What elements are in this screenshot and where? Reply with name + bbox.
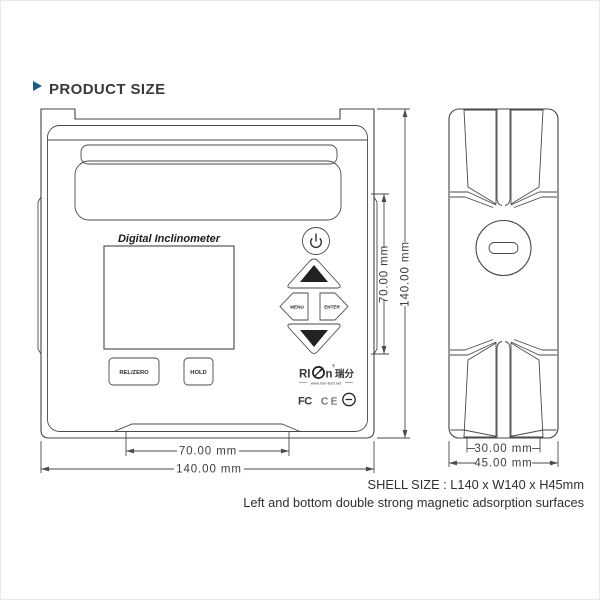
enter-button: ENTER	[319, 292, 349, 321]
menu-button-label: MENU	[290, 305, 304, 310]
dim-label-45mm: 45.00 mm	[474, 458, 532, 470]
dim-total-height: 140.00 mm	[377, 108, 412, 439]
dim-label-140mm-vertical: 140.00 mm	[400, 241, 412, 307]
page-title: PRODUCT SIZE	[49, 81, 165, 98]
left-magnet-band	[37, 196, 42, 355]
top-groove-left	[463, 109, 497, 205]
relzero-button: REL/ZERO	[108, 357, 160, 386]
certification-marks: FC CE	[298, 392, 356, 408]
dim-label-140mm-bottom: 140.00 mm	[176, 464, 242, 476]
up-arrow-icon	[300, 265, 328, 282]
side-view-dimensions: 30.00 mm 45.00 mm	[448, 438, 559, 470]
screw-slot	[488, 242, 519, 254]
hold-button-label: HOLD	[190, 370, 206, 376]
dim-label-70mm-bottom: 70.00 mm	[179, 446, 237, 458]
lcd-screen	[103, 245, 235, 350]
dim-band-height: 70.00 mm	[371, 193, 391, 355]
dim-band-width: 70.00 mm	[125, 432, 290, 458]
power-icon	[310, 233, 322, 249]
top-step-left	[450, 191, 497, 208]
down-arrow-icon	[300, 330, 328, 347]
down-arrow-button	[287, 323, 341, 354]
menu-button: MENU	[279, 292, 309, 321]
bottom-edge-chamfer	[450, 429, 557, 437]
website-url: www.rion-tech.net	[311, 382, 342, 386]
bottom-step-right	[510, 339, 557, 356]
up-arrow-button	[287, 258, 341, 289]
dim-side-total-width: 45.00 mm	[448, 441, 559, 470]
relzero-button-label: REL/ZERO	[119, 370, 149, 376]
dim-total-width: 140.00 mm	[40, 441, 375, 476]
bottom-channel	[496, 341, 511, 438]
logo-suffix: n	[326, 369, 333, 381]
bottom-magnet-band	[113, 423, 301, 432]
bottom-groove-right	[510, 342, 544, 438]
dim-label-70mm-vertical: 70.00 mm	[379, 245, 391, 303]
top-channel	[496, 109, 511, 206]
fcc-mark: FC	[298, 396, 312, 408]
bottom-step-left	[450, 339, 497, 356]
front-view-dimensions: 70.00 mm 140.00 mm 70.00 mm	[40, 108, 412, 476]
top-step-right	[510, 191, 557, 208]
magnetic-note-text: Left and bottom double strong magnetic a…	[243, 495, 584, 510]
handle-opening	[74, 160, 342, 221]
side-view	[448, 108, 559, 439]
right-magnet-band	[373, 196, 378, 355]
right-triangle-icon	[33, 81, 42, 91]
footer-notes: SHELL SIZE : L140 x W140 x H45mm Left an…	[243, 477, 584, 510]
power-button	[302, 227, 330, 255]
dim-side-inner-width: 30.00 mm	[466, 438, 541, 455]
front-view-outline	[40, 108, 375, 439]
shell-size-text: SHELL SIZE : L140 x W140 x H45mm	[368, 477, 584, 492]
rion-logo: RI n ® 瑞分 www.rion-tech.net	[299, 364, 355, 386]
top-groove-right	[510, 109, 544, 205]
side-view-outline	[448, 108, 559, 439]
circle-cert-icon	[342, 392, 356, 407]
handle-grip	[80, 144, 338, 165]
hold-button: HOLD	[183, 357, 214, 386]
bottom-groove-left	[463, 342, 497, 438]
front-view: Digital Inclinometer MENU ENTER	[37, 108, 378, 439]
section-header: PRODUCT SIZE	[33, 81, 165, 98]
registered-mark: ®	[332, 364, 336, 369]
logo-prefix: RI	[299, 369, 311, 381]
compass-circle-icon	[312, 366, 325, 379]
logo-chinese: 瑞分	[335, 368, 355, 380]
device-brand-label: Digital Inclinometer	[118, 233, 221, 245]
dim-label-30mm: 30.00 mm	[474, 443, 532, 455]
enter-button-label: ENTER	[324, 305, 340, 310]
ce-mark: CE	[321, 397, 340, 408]
front-inner-outline	[47, 125, 368, 432]
battery-screw	[475, 219, 532, 277]
